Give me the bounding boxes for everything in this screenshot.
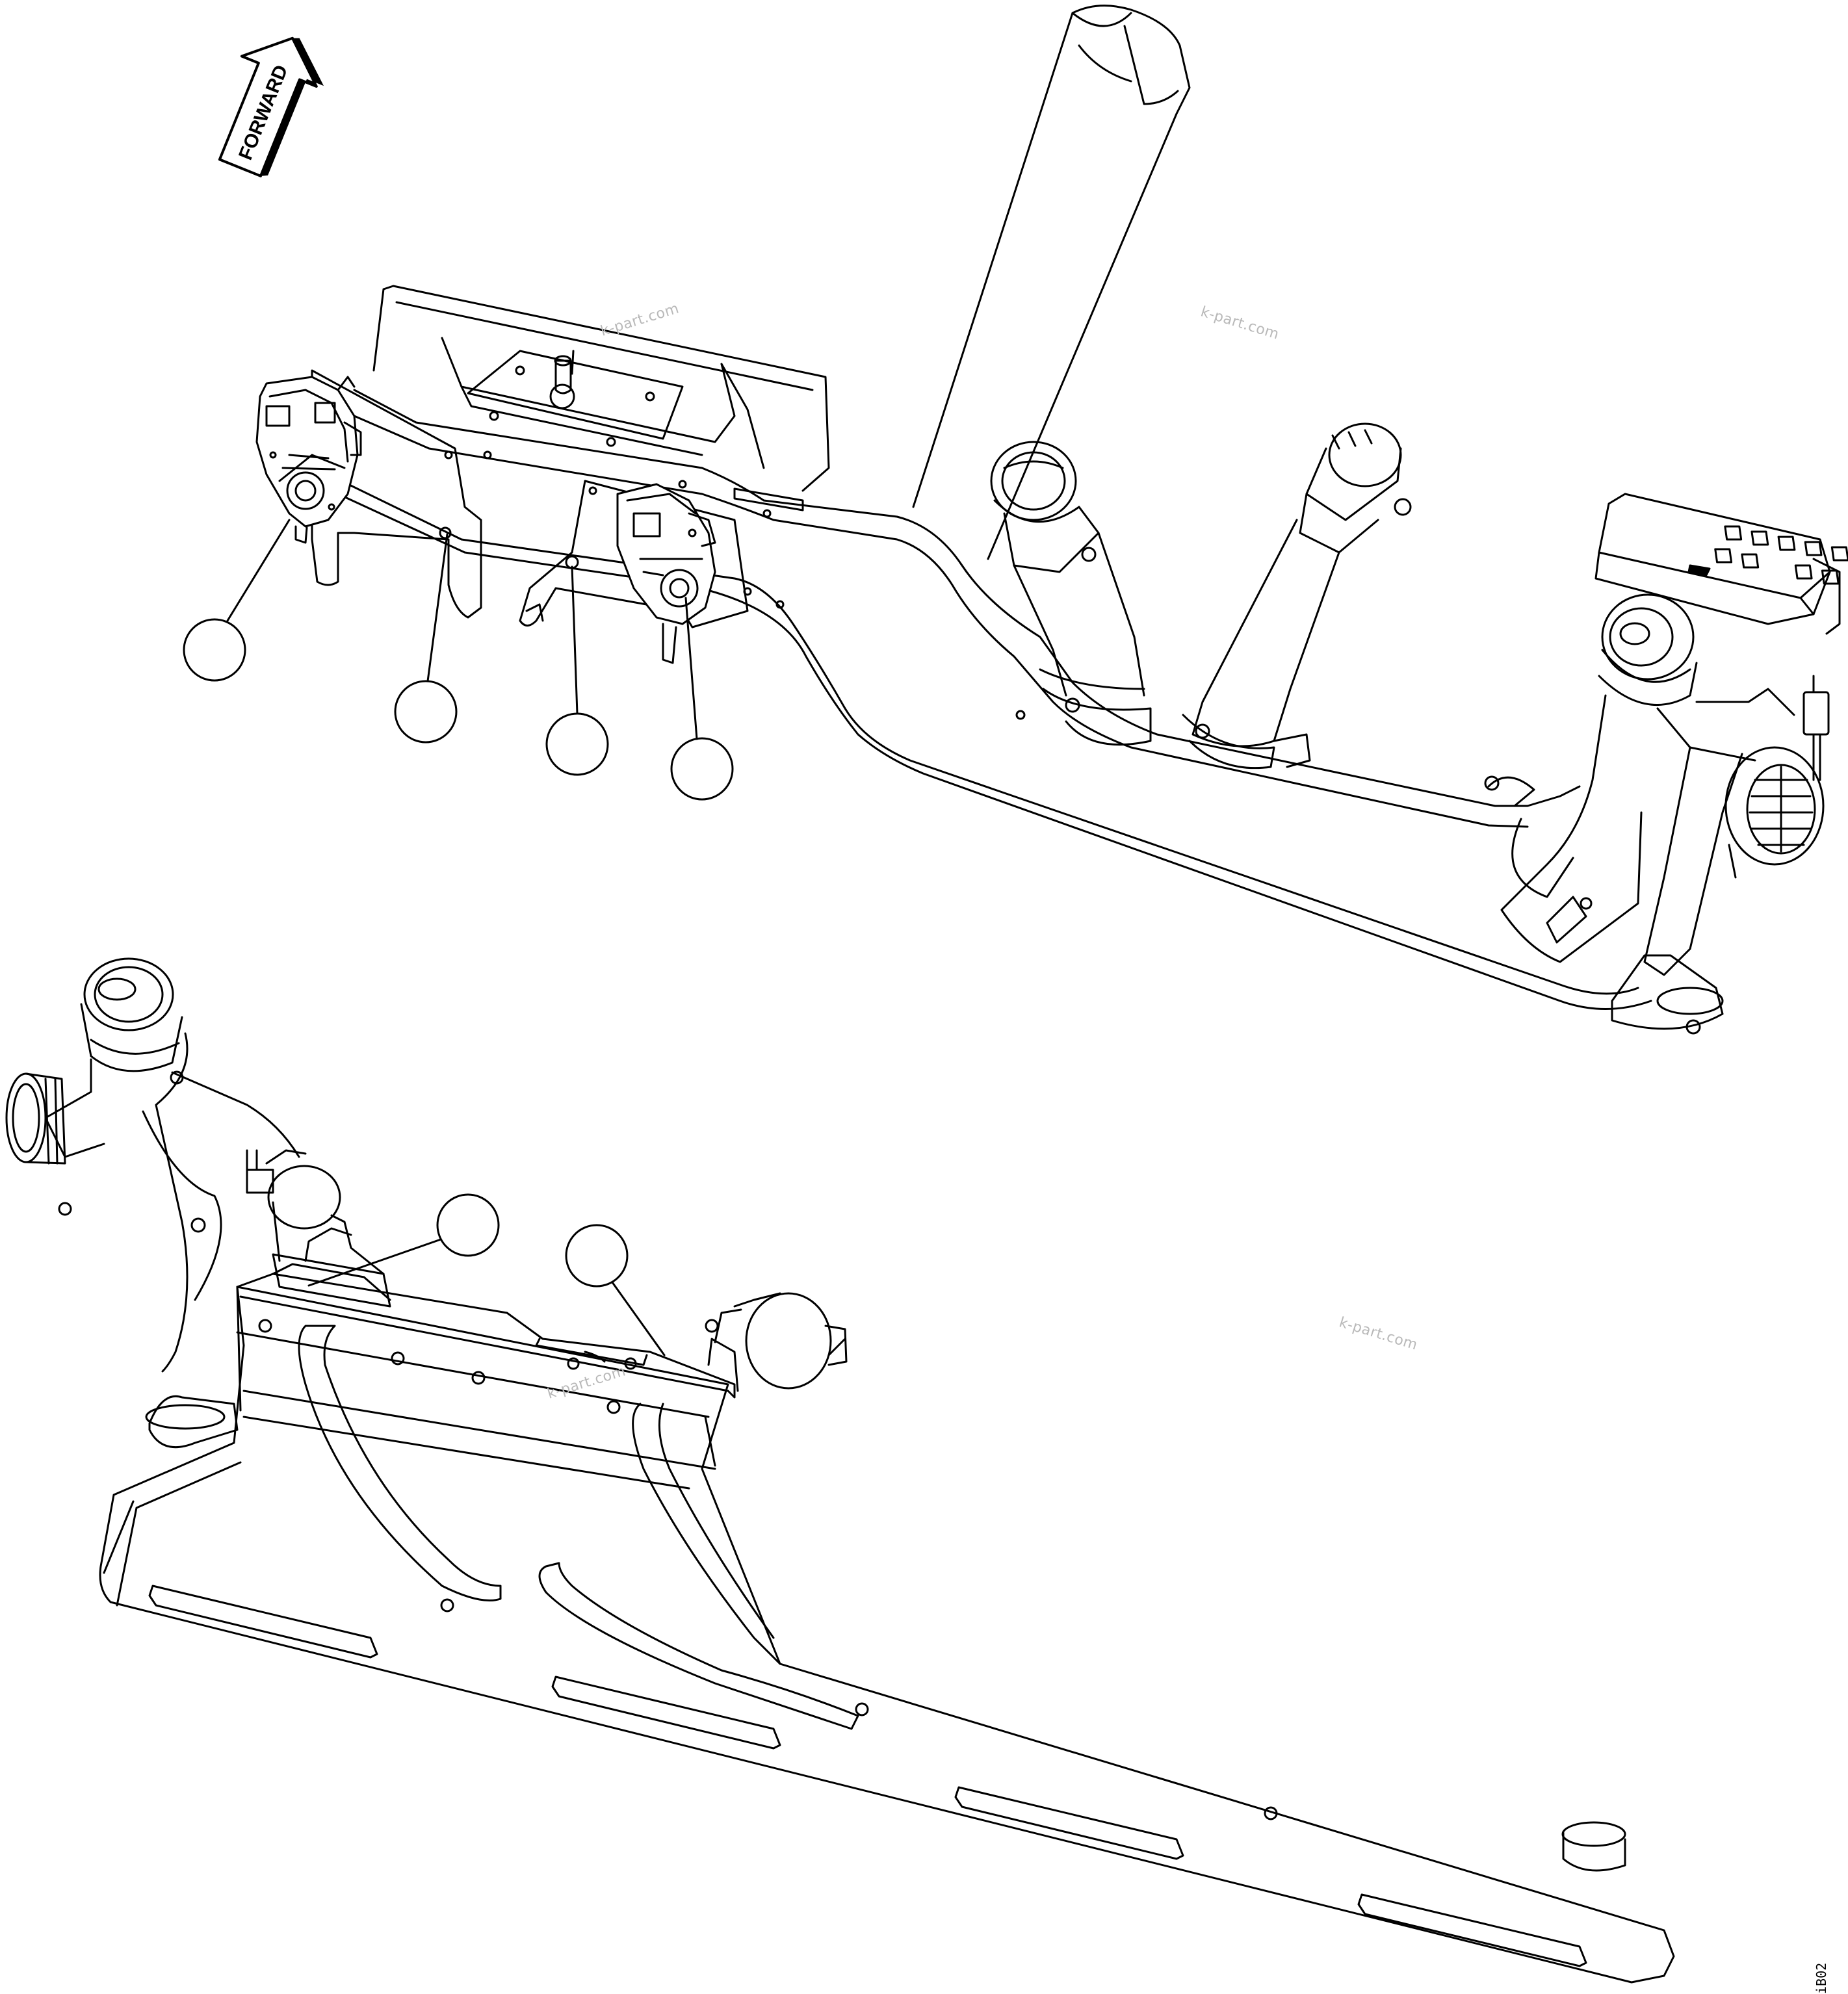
top-duct-body (335, 286, 1651, 1009)
lower-right-round-vent (706, 1293, 846, 1388)
left-actuator-bracket (312, 370, 481, 617)
upper-vent-assembly (257, 6, 1848, 1033)
drawing-code: iB02 (1814, 1962, 1829, 1994)
lower-duct-top-plate (237, 1215, 738, 1397)
lower-left-vent-duct (7, 959, 340, 1447)
top-left-round-vent (991, 442, 1151, 745)
right-y-junction-vents (1485, 595, 1828, 1033)
lower-duct-body (100, 1287, 1674, 1982)
center-actuator-bracket (520, 481, 748, 627)
top-center-flex-vent (1183, 424, 1411, 768)
center-actuator-motor (618, 484, 715, 663)
callout-circle (566, 1225, 627, 1286)
callout-circle (547, 714, 608, 775)
forward-arrow-icon: FORWARD (203, 21, 324, 185)
upright-duct (913, 6, 1190, 559)
callout-circle (395, 681, 456, 742)
callouts-bottom (309, 1195, 664, 1355)
callouts-top (184, 520, 733, 799)
lower-vent-assembly (7, 959, 1674, 1982)
callout-circle (184, 619, 245, 680)
control-switch-panel (1596, 494, 1848, 634)
callout-circle (437, 1195, 499, 1256)
callout-circle (671, 738, 733, 799)
left-actuator-motor (257, 377, 361, 543)
